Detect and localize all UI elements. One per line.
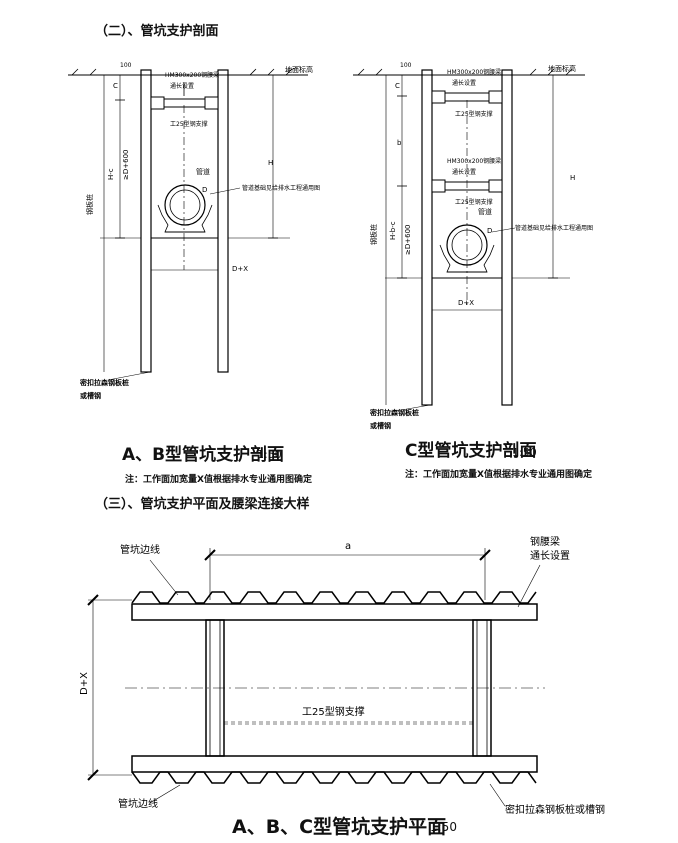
- ab-beam-label: HM300x200钢腰梁: [165, 71, 219, 79]
- ab-d-plus: ≥D+600: [122, 150, 130, 180]
- c-100-dim: 100: [400, 62, 412, 69]
- c-b-dim: b: [397, 139, 402, 147]
- c-section-scale: 1:50: [512, 446, 537, 459]
- c-beam2-label: HM300x200钢腰梁: [447, 157, 501, 165]
- ab-pipe-label: 管道: [196, 167, 210, 176]
- ab-h-minus-c: H-c: [107, 168, 115, 180]
- plan-title: A、B、C型管坑支护平面: [232, 816, 447, 838]
- plan-dx-label: D+X: [79, 672, 90, 695]
- ab-pile-note1: 密扣拉森钢板桩: [80, 378, 129, 387]
- c-beam2-label2: 通长设置: [452, 168, 476, 176]
- plan-edge-bottom: 管坑边线: [118, 797, 158, 810]
- c-pile-note2: 或槽钢: [370, 421, 391, 430]
- ab-steel-pile: 钢板桩: [85, 194, 94, 215]
- ab-pipe-d: D: [202, 186, 207, 194]
- plan-edge-top: 管坑边线: [120, 543, 160, 556]
- ab-100-dim: 100: [120, 62, 132, 69]
- ab-width-label: D+X: [232, 265, 248, 273]
- plan-waist-beam2: 通长设置: [530, 550, 570, 562]
- c-section-title: C型管坑支护剖面: [405, 441, 537, 461]
- ab-beam-label2: 通长设置: [170, 82, 194, 90]
- ab-section-scale: 1:50: [257, 448, 282, 461]
- c-steel-pile: 钢板桩: [369, 224, 378, 245]
- section-heading-2: （二）、管坑支护剖面: [95, 24, 219, 39]
- c-ground-label: 地面标高: [548, 64, 576, 73]
- c-beam-label2: 通长设置: [452, 79, 476, 87]
- plan-pile-note: 密扣拉森钢板桩或槽钢: [505, 803, 605, 816]
- c-h-b-c: H-b-c: [389, 221, 397, 240]
- section-heading-3: （三）、管坑支护平面及腰梁连接大样: [95, 497, 310, 512]
- plan-waist-beam: 钢腰梁: [530, 535, 560, 548]
- ab-strut-label: 工25型钢支撑: [170, 120, 208, 128]
- c-d-plus: ≥D+600: [404, 225, 412, 255]
- ab-pipe-note: 管道基础见给排水工程通用图: [242, 184, 320, 192]
- c-pipe-label: 管道: [478, 207, 492, 216]
- plan-scale: 1:50: [430, 820, 457, 834]
- c-strut-label: 工25型钢支撑: [455, 110, 493, 118]
- ab-ground-label: 地面标高: [285, 65, 313, 74]
- c-c-dim: C: [395, 82, 400, 90]
- plan-a-dim: a: [345, 541, 351, 552]
- c-pipe-d: D: [487, 227, 492, 235]
- ab-pile-note2: 或槽钢: [80, 391, 101, 400]
- ab-c-dim: C: [113, 82, 118, 90]
- c-width-label: D+X: [458, 299, 474, 307]
- ab-h-label: H: [268, 159, 273, 167]
- c-pile-note1: 密扣拉森钢板桩: [370, 408, 419, 417]
- c-pipe-note: 管道基础见给排水工程通用图: [515, 224, 593, 232]
- ab-section-title: A、B型管坑支护剖面: [122, 445, 285, 465]
- c-strut2-label: 工25型钢支撑: [455, 198, 493, 206]
- c-section-footnote: 注：工作面加宽量X值根据排水专业通用图确定: [405, 470, 592, 480]
- ab-section-footnote: 注：工作面加宽量X值根据排水专业通用图确定: [125, 475, 312, 485]
- plan-strut-label: 工25型钢支撑: [302, 705, 365, 718]
- c-beam-label: HM300x200钢腰梁: [447, 68, 501, 76]
- c-h-label: H: [570, 174, 575, 182]
